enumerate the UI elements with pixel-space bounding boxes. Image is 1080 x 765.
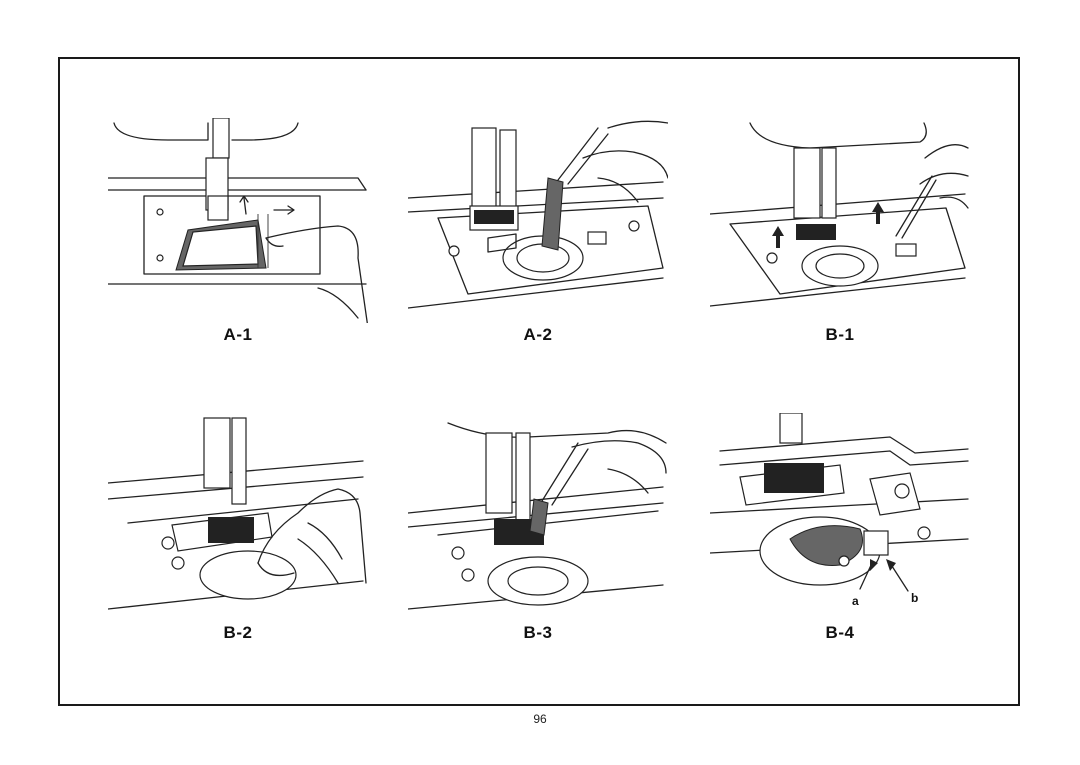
- caption-b4: B-4: [825, 623, 855, 642]
- illustration-b2-remove-bobbin-case: [108, 413, 368, 618]
- b2-drawing: [108, 417, 367, 610]
- caption-a1: A-1: [223, 325, 253, 344]
- caption-a2: A-2: [523, 325, 553, 344]
- callout-label-a: a: [852, 594, 859, 608]
- a1-drawing: [108, 118, 368, 323]
- illustration-b1-lift-needle-plate: [710, 118, 970, 323]
- illustration-b4-replace-bobbin-case: [710, 413, 970, 618]
- b4-drawing: [710, 413, 969, 592]
- caption-b2: B-2: [223, 623, 253, 642]
- callout-label-b: b: [911, 591, 919, 605]
- b1-drawing: [710, 122, 969, 307]
- illustration-a1-remove-needle-plate-cover: [108, 118, 368, 323]
- caption-b3: B-3: [523, 623, 553, 642]
- page-frame: [58, 57, 1020, 706]
- page-number: 96: [533, 712, 547, 726]
- a2-drawing: [408, 120, 668, 309]
- illustration-b3-clean-hook-area: [408, 413, 668, 618]
- caption-b1: B-1: [825, 325, 855, 344]
- b3-drawing: [408, 422, 667, 610]
- illustration-a2-clean-feed-dogs: [408, 118, 668, 323]
